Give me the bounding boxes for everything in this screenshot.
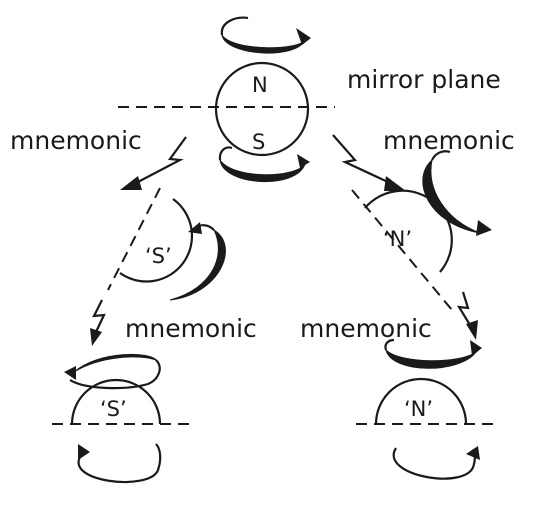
left-tilted-rotation-arrowhead [188,222,202,234]
half-n-bottom-label: ‘N’ [404,397,433,421]
bottom-left-bottom-rotation-sweep [77,443,162,484]
half-s-tilted-label: ‘S’ [145,244,172,268]
left-lower-lightning-path [92,299,106,333]
top-rotation-tail [220,16,249,36]
bottom-right-top-rotation-arrowhead [470,340,482,356]
bottom-rotation-arc [219,159,306,182]
left-lightning-path [135,136,187,184]
left-tilted-hemisphere: ‘S’ [107,187,226,301]
bottom-right-top-rotation-arc [385,348,477,369]
bottom-right-half-circle [374,377,468,425]
right-lightning-path [332,134,391,184]
bottom-right-bottom-rotation-sweep [392,447,476,480]
right-lower-lightning-arrow [456,291,478,340]
bottom-right-bottom-rotation-arrowhead [466,446,480,460]
bottom-right-top-rotation-tail [384,338,395,351]
top-rotation-arc [221,34,306,54]
left-tilted-rotation-arc [169,228,226,301]
bottom-rotation-arrowhead [297,154,310,168]
right-tilted-rotation-tail [431,150,451,161]
left-tilted-mirror-line [107,187,161,291]
mnemonic-label-mid-left: mnemonic [125,314,257,343]
top-sphere: N S [118,16,335,182]
bottom-left-top-rotation-sweep [69,359,161,390]
bottom-left-half-circle [70,378,162,425]
right-tilted-mirror-line [351,189,453,311]
bottom-rotation-tail [218,146,233,161]
left-lightning-arrow [120,136,187,190]
left-tilted-half-circle [119,198,194,283]
mnemonic-label-mid-right: mnemonic [300,314,432,343]
half-s-bottom-label: ‘S’ [100,397,127,421]
bottom-left-hemisphere: ‘S’ [52,353,190,484]
left-lower-lightning-arrowhead [90,328,102,346]
top-rotation-arrowhead [296,28,311,45]
bottom-left-top-rotation-arc [73,353,158,373]
half-n-tilted-label: ‘N’ [383,227,412,251]
left-lower-lightning-arrow [90,299,106,346]
mnemonic-label-top-right: mnemonic [383,126,515,155]
left-lightning-arrowhead [120,176,142,190]
bottom-right-hemisphere: ‘N’ [356,338,495,480]
sphere-outline [214,61,310,157]
bottom-left-bottom-rotation-arrowhead [78,444,90,460]
mirror-plane-label: mirror plane [347,65,501,94]
right-tilted-hemisphere: ‘N’ [351,150,492,311]
pole-n-label: N [252,73,268,97]
right-tilted-rotation-arrowhead [476,220,492,236]
mnemonic-label-top-left: mnemonic [10,126,142,155]
pole-s-label: S [252,130,265,154]
right-lightning-arrowhead [384,176,406,191]
right-lower-lightning-arrowhead [466,320,478,340]
right-tilted-rotation-arc [422,158,481,234]
right-lightning-arrow [332,134,406,191]
right-lower-lightning-path [456,291,471,326]
bottom-left-top-rotation-arrowhead [64,366,76,380]
